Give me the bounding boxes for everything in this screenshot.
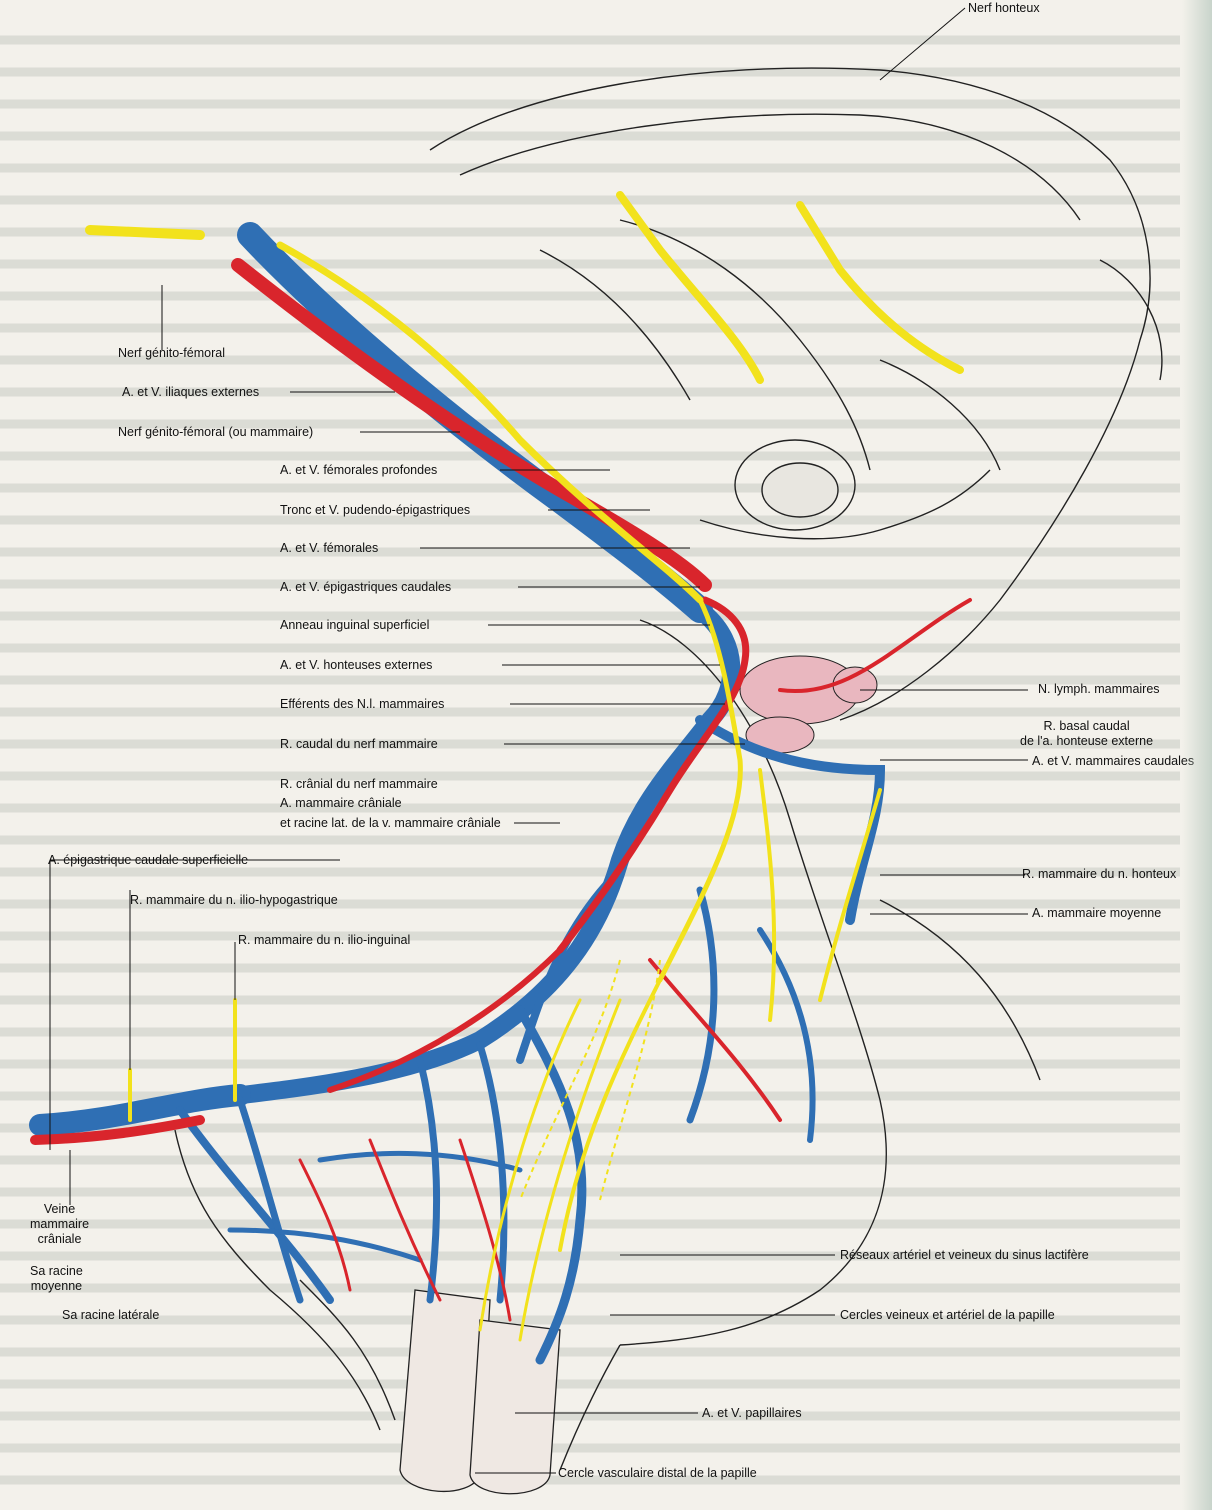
label-r-basal-caudal: R. basal caudal de l'a. honteuse externe <box>1020 719 1153 749</box>
label-efferents: Efférents des N.l. mammaires <box>280 697 444 712</box>
label-r-mammaire-honteux: R. mammaire du n. honteux <box>1022 867 1176 882</box>
label-r-caudal: R. caudal du nerf mammaire <box>280 737 438 752</box>
label-cercle-distal: Cercle vasculaire distal de la papille <box>558 1466 757 1481</box>
label-epigastriques-caudales: A. et V. épigastriques caudales <box>280 580 451 595</box>
label-veine-mammaire-craniale: Veine mammaire crâniale <box>30 1202 89 1247</box>
label-racine-laterale: Sa racine latérale <box>62 1308 159 1323</box>
label-ilio-inguinal: R. mammaire du n. ilio-inguinal <box>238 933 410 948</box>
label-ilio-hypogastrique: R. mammaire du n. ilio-hypogastrique <box>130 893 338 908</box>
label-honteuses-externes: A. et V. honteuses externes <box>280 658 432 673</box>
label-a-mammaire-craniale: A. mammaire crâniale <box>280 796 402 811</box>
label-a-mammaire-moyenne: A. mammaire moyenne <box>1032 906 1161 921</box>
mammary-lymph-nodes <box>740 656 877 753</box>
label-racine-laterale-v: et racine lat. de la v. mammaire crânial… <box>280 816 501 831</box>
label-pudendo-epigastriques: Tronc et V. pudendo-épigastriques <box>280 503 470 518</box>
label-anneau-inguinal: Anneau inguinal superficiel <box>280 618 429 633</box>
label-r-cranial: R. crânial du nerf mammaire <box>280 777 438 792</box>
page-edge-shadow <box>1182 0 1212 1510</box>
label-racine-moyenne: Sa racine moyenne <box>30 1264 83 1294</box>
label-nerf-genito-femoral: Nerf génito-fémoral <box>118 346 225 361</box>
label-n-lymph: N. lymph. mammaires <box>1038 682 1160 697</box>
label-femorales: A. et V. fémorales <box>280 541 378 556</box>
label-femorales-profondes: A. et V. fémorales profondes <box>280 463 437 478</box>
label-reseaux-sinus: Réseaux artériel et veineux du sinus lac… <box>840 1248 1089 1263</box>
label-iliaques-externes: A. et V. iliaques externes <box>122 385 259 400</box>
label-mammaires-caudales: A. et V. mammaires caudales <box>1032 754 1194 769</box>
label-genito-femoral-mammaire: Nerf génito-fémoral (ou mammaire) <box>118 425 313 440</box>
label-nerf-honteux: Nerf honteux <box>968 1 1040 16</box>
label-papillaires: A. et V. papillaires <box>702 1406 802 1421</box>
label-epigastrique-superficielle: A. épigastrique caudale superficielle <box>48 853 248 868</box>
label-cercles-papille: Cercles veineux et artériel de la papill… <box>840 1308 1055 1323</box>
